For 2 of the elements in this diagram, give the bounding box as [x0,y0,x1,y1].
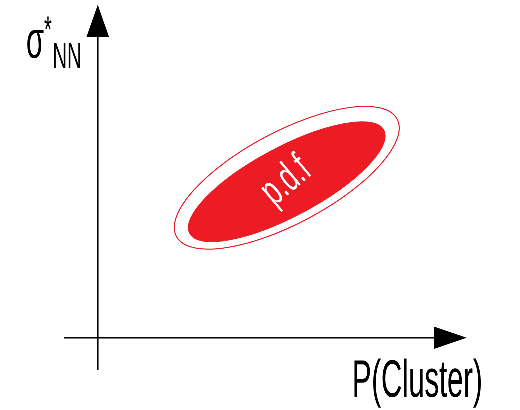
axis-label: σ$^{*}$NN [28,16,80,68]
axis-label: P(Cluster) [354,358,482,408]
